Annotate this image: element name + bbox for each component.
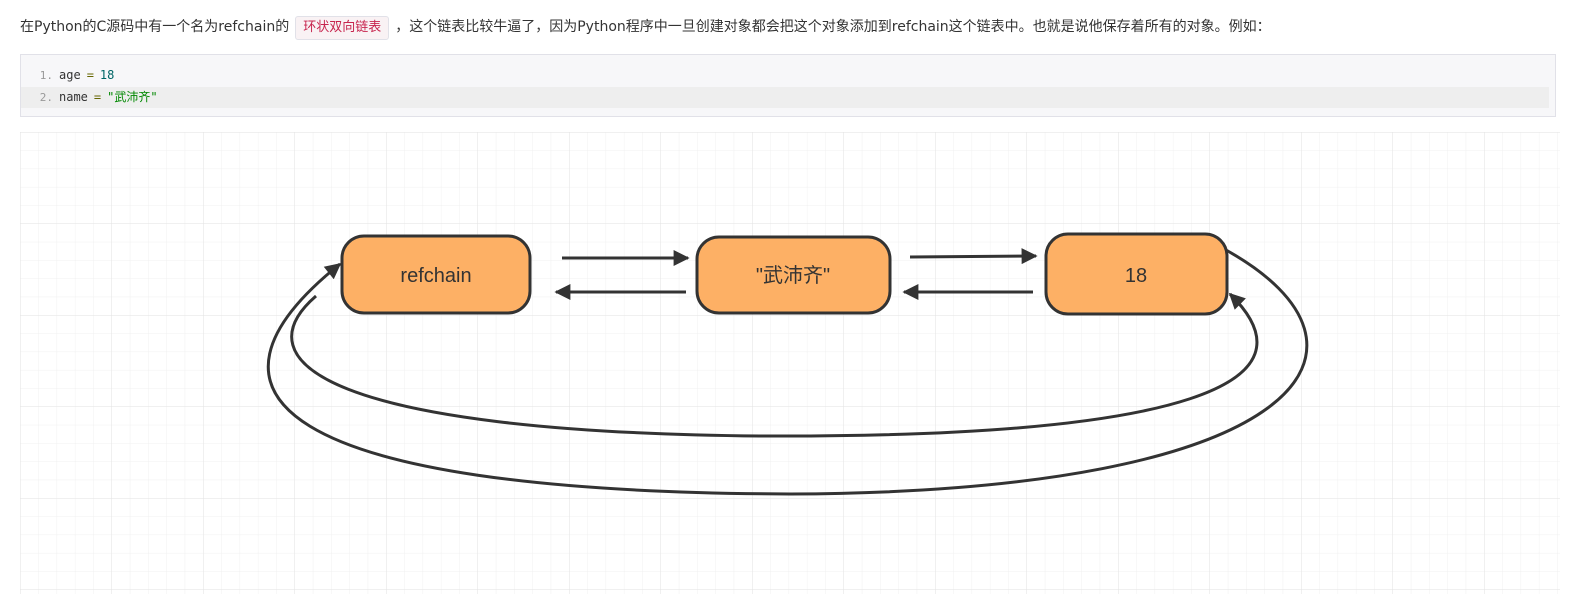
inline-code-circular-list: 环状双向链表: [295, 16, 390, 40]
code-line-2: 2. name = "武沛齐": [21, 87, 1549, 108]
node-wpq: "武沛齐": [695, 235, 892, 315]
outer-loop-arrow: [266, 248, 1309, 496]
node-refchain-label: refchain: [400, 265, 471, 287]
node-wpq-label: "武沛齐": [756, 264, 830, 287]
node-18-label: 18: [1125, 265, 1147, 287]
line-number: 2.: [39, 91, 53, 104]
intro-text-after: ，这个链表比较牛逼了，因为Python程序中一旦创建对象都会把这个对象添加到re…: [395, 19, 1271, 35]
arrow-wpq-to-18: [909, 248, 1038, 265]
grid-background: [20, 132, 1560, 594]
code-operator: =: [86, 68, 94, 82]
code-identifier: name: [59, 90, 88, 104]
code-identifier: age: [59, 68, 81, 82]
refchain-diagram: refchain "武沛齐" 18: [20, 132, 1560, 594]
code-block: 1. age = 18 2. name = "武沛齐": [20, 54, 1556, 117]
node-18: 18: [1044, 232, 1229, 316]
intro-text-before: 在Python的C源码中有一个名为refchain的: [20, 19, 290, 35]
code-line-1: 1. age = 18: [21, 65, 1549, 86]
diagram-canvas: refchain "武沛齐" 18: [20, 132, 1560, 594]
code-number-literal: 18: [99, 68, 115, 82]
line-number: 1.: [39, 69, 53, 82]
node-refchain: refchain: [340, 234, 532, 315]
inner-loop-arrow: [290, 292, 1259, 438]
node-18-box: [1044, 232, 1229, 316]
intro-paragraph: 在Python的C源码中有一个名为refchain的环状双向链表 ，这个链表比较牛…: [20, 14, 1560, 40]
code-string-literal: "武沛齐": [107, 90, 158, 104]
node-refchain-box: [340, 234, 532, 315]
node-wpq-box: [695, 235, 892, 315]
code-operator: =: [93, 90, 102, 104]
